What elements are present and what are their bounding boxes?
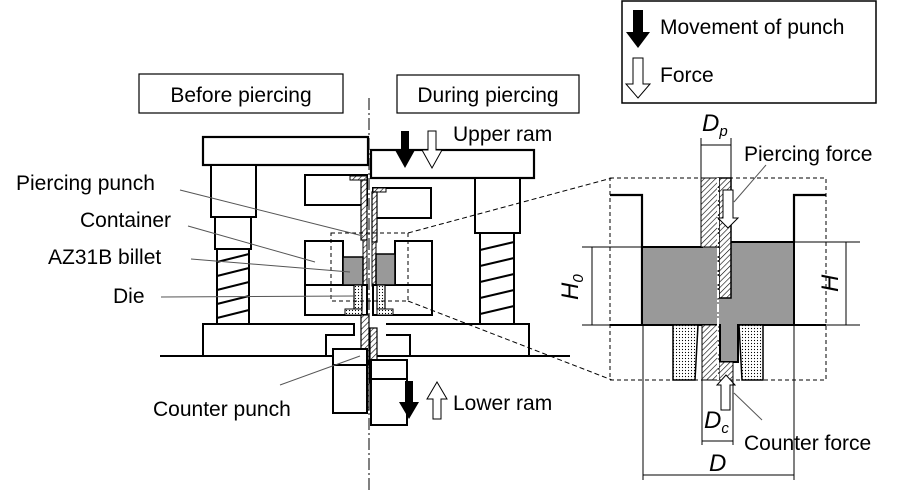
upper-ram-plate-left: [201, 135, 370, 167]
counter-force-label: Counter force: [744, 432, 871, 455]
piercing-force-label: Piercing force: [744, 143, 872, 166]
container-label: Container: [80, 209, 171, 232]
detail-region-marker: [330, 232, 409, 302]
lower-ram-movement-icon: [399, 381, 419, 419]
left-guide-post: [210, 164, 257, 325]
piercing-punch: [360, 179, 378, 287]
lower-ram-left: [332, 364, 368, 414]
legend-force-label: Force: [660, 64, 714, 87]
upper-ram-plate-right: [369, 148, 536, 180]
piercing-punch-label: Piercing punch: [16, 172, 155, 195]
dim-dp: Dp: [702, 110, 728, 140]
base-plate: [160, 323, 570, 357]
right-guide-post: [474, 177, 521, 325]
billet-right: [375, 253, 396, 286]
counter-force-icon: [715, 374, 737, 411]
lower-ram-label: Lower ram: [453, 392, 552, 415]
dim-d: D: [709, 450, 726, 477]
dim-h: H: [817, 274, 844, 292]
container-left: [304, 240, 344, 286]
upper-ram-label: Upper ram: [453, 123, 552, 146]
dim-h0: H0: [557, 274, 587, 300]
hollow-down-arrow-icon: [624, 57, 652, 99]
piercing-force-icon: [716, 189, 740, 229]
dim-dc: Dc: [704, 407, 729, 437]
legend-movement-label: Movement of punch: [660, 16, 844, 39]
container-right: [394, 240, 433, 286]
detail-view: [582, 138, 860, 480]
upper-ram-movement-icon: [395, 131, 415, 168]
solid-down-arrow-icon: [626, 10, 650, 48]
die-right: [376, 284, 386, 310]
lower-ram-force-icon: [426, 381, 448, 420]
legend: Movement of punch Force: [621, 0, 877, 104]
die-left: [353, 284, 363, 310]
billet-left: [342, 256, 364, 286]
before-piercing-box: Before piercing: [138, 73, 344, 114]
die-label: Die: [113, 285, 145, 308]
during-piercing-label: During piercing: [417, 84, 558, 107]
counter-punch-label: Counter punch: [153, 398, 291, 421]
during-piercing-box: During piercing: [396, 74, 580, 114]
upper-ram-force-icon: [421, 130, 443, 170]
before-piercing-label: Before piercing: [170, 84, 311, 107]
billet-label: AZ31B billet: [48, 246, 161, 269]
